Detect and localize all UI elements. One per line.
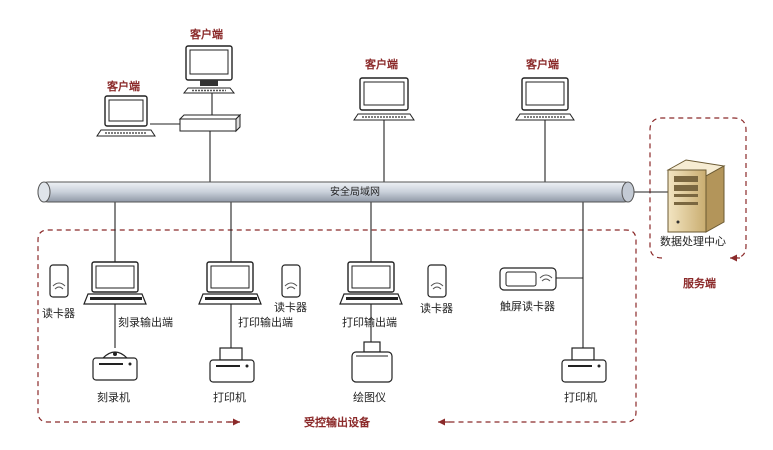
- monitor-icon: [96, 95, 156, 137]
- printer-icon: [209, 347, 255, 383]
- plotter-label: 绘图仪: [353, 391, 386, 404]
- client-label: 客户端: [526, 58, 559, 71]
- print-terminal-label: 打印输出端: [342, 316, 397, 329]
- server-group-label: 服务端: [683, 277, 716, 290]
- card-reader-icon: [427, 264, 447, 298]
- laptop-icon: [198, 261, 262, 305]
- plotter-icon: [351, 341, 393, 383]
- touch-reader-label: 触屏读卡器: [500, 300, 555, 313]
- backbone-pipe: [37, 181, 635, 203]
- client-label: 客户端: [107, 80, 140, 93]
- backbone-label: 安全局域网: [330, 187, 380, 198]
- client-label: 客户端: [365, 58, 398, 71]
- printer-icon: [561, 347, 607, 383]
- print-terminal-label: 打印输出端: [238, 316, 293, 329]
- server-group-border: [649, 117, 747, 259]
- laptop-icon: [339, 261, 403, 305]
- card-reader-label: 读卡器: [420, 302, 453, 315]
- disc-burner-icon: [92, 351, 138, 381]
- card-reader-label: 读卡器: [274, 301, 307, 314]
- connection-lines: [114, 90, 668, 348]
- laptop-icon: [83, 261, 147, 305]
- card-reader-icon: [49, 264, 69, 298]
- monitor-icon: [515, 77, 575, 121]
- controlled-devices-group-border: [37, 229, 637, 423]
- touch-card-reader-icon: [499, 267, 557, 291]
- desktop-box-icon: [178, 113, 242, 133]
- server-node-label: 数据处理中心: [660, 235, 726, 248]
- controlled-group-label: 受控输出设备: [304, 416, 370, 429]
- client-label: 客户端: [190, 28, 223, 41]
- card-reader-icon: [281, 264, 301, 298]
- printer-label: 打印机: [564, 391, 597, 404]
- card-reader-label: 读卡器: [42, 307, 75, 320]
- monitor-icon: [182, 45, 236, 94]
- burn-terminal-label: 刻录输出端: [118, 316, 173, 329]
- server-tower-icon: [666, 159, 726, 233]
- printer-label: 打印机: [213, 391, 246, 404]
- burner-label: 刻录机: [97, 391, 130, 404]
- monitor-icon: [353, 77, 415, 121]
